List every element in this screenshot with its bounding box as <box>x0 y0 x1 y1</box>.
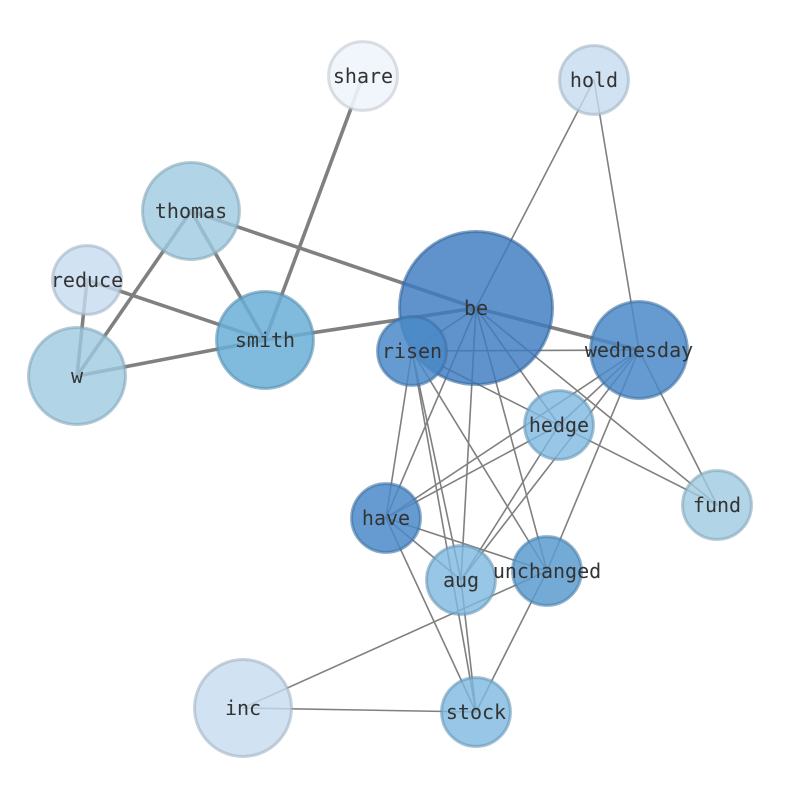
node-circle-w[interactable] <box>27 326 127 426</box>
node-inc[interactable]: inc <box>193 658 293 758</box>
node-label-hold: hold <box>570 68 618 92</box>
edge-risen-stock <box>411 350 477 713</box>
node-label-thomas: thomas <box>155 199 227 223</box>
node-unchanged[interactable]: unchanged <box>493 535 601 607</box>
node-stock[interactable]: stock <box>440 676 512 748</box>
node-label-hedge: hedge <box>529 413 589 437</box>
node-thomas[interactable]: thomas <box>141 161 241 261</box>
node-layer: be wednesday thomas smith w inc risen hedge have… <box>27 40 753 758</box>
node-risen[interactable]: risen <box>376 315 448 387</box>
node-label-aug: aug <box>443 568 479 592</box>
node-smith[interactable]: smith <box>215 290 315 390</box>
node-label-stock: stock <box>446 700 506 724</box>
edge-wednesday-have <box>385 349 640 519</box>
node-label-wednesday: wednesday <box>585 338 693 362</box>
node-wednesday[interactable]: wednesday <box>585 300 693 400</box>
node-circle-fund[interactable] <box>681 469 753 541</box>
node-w[interactable]: w <box>27 326 127 426</box>
node-aug[interactable]: aug <box>425 544 497 616</box>
node-circle-hold[interactable] <box>558 44 630 116</box>
node-have[interactable]: have <box>350 482 422 554</box>
node-circle-thomas[interactable] <box>141 161 241 261</box>
node-circle-share[interactable] <box>327 40 399 112</box>
node-circle-unchanged[interactable] <box>511 535 583 607</box>
node-label-risen: risen <box>382 339 442 363</box>
edge-unchanged-inc <box>242 570 548 709</box>
node-circle-reduce[interactable] <box>51 244 123 316</box>
node-label-w: w <box>71 364 84 388</box>
node-circle-hedge[interactable] <box>523 389 595 461</box>
node-circle-aug[interactable] <box>425 544 497 616</box>
node-label-reduce: reduce <box>51 268 123 292</box>
node-circle-have[interactable] <box>350 482 422 554</box>
node-label-unchanged: unchanged <box>493 559 601 583</box>
node-circle-stock[interactable] <box>440 676 512 748</box>
edge-risen-unchanged <box>411 350 548 572</box>
node-circle-wednesday[interactable] <box>589 300 689 400</box>
node-share[interactable]: share <box>327 40 399 112</box>
node-circle-smith[interactable] <box>215 290 315 390</box>
node-fund[interactable]: fund <box>681 469 753 541</box>
node-hold[interactable]: hold <box>558 44 630 116</box>
node-label-fund: fund <box>693 493 741 517</box>
node-hedge[interactable]: hedge <box>523 389 595 461</box>
edge-risen-aug <box>411 350 462 581</box>
node-reduce[interactable]: reduce <box>51 244 123 316</box>
node-label-smith: smith <box>235 328 295 352</box>
node-label-be: be <box>464 296 488 320</box>
node-circle-inc[interactable] <box>193 658 293 758</box>
node-circle-risen[interactable] <box>376 315 448 387</box>
node-label-have: have <box>362 506 410 530</box>
node-label-share: share <box>333 64 393 88</box>
node-label-inc: inc <box>225 696 261 720</box>
